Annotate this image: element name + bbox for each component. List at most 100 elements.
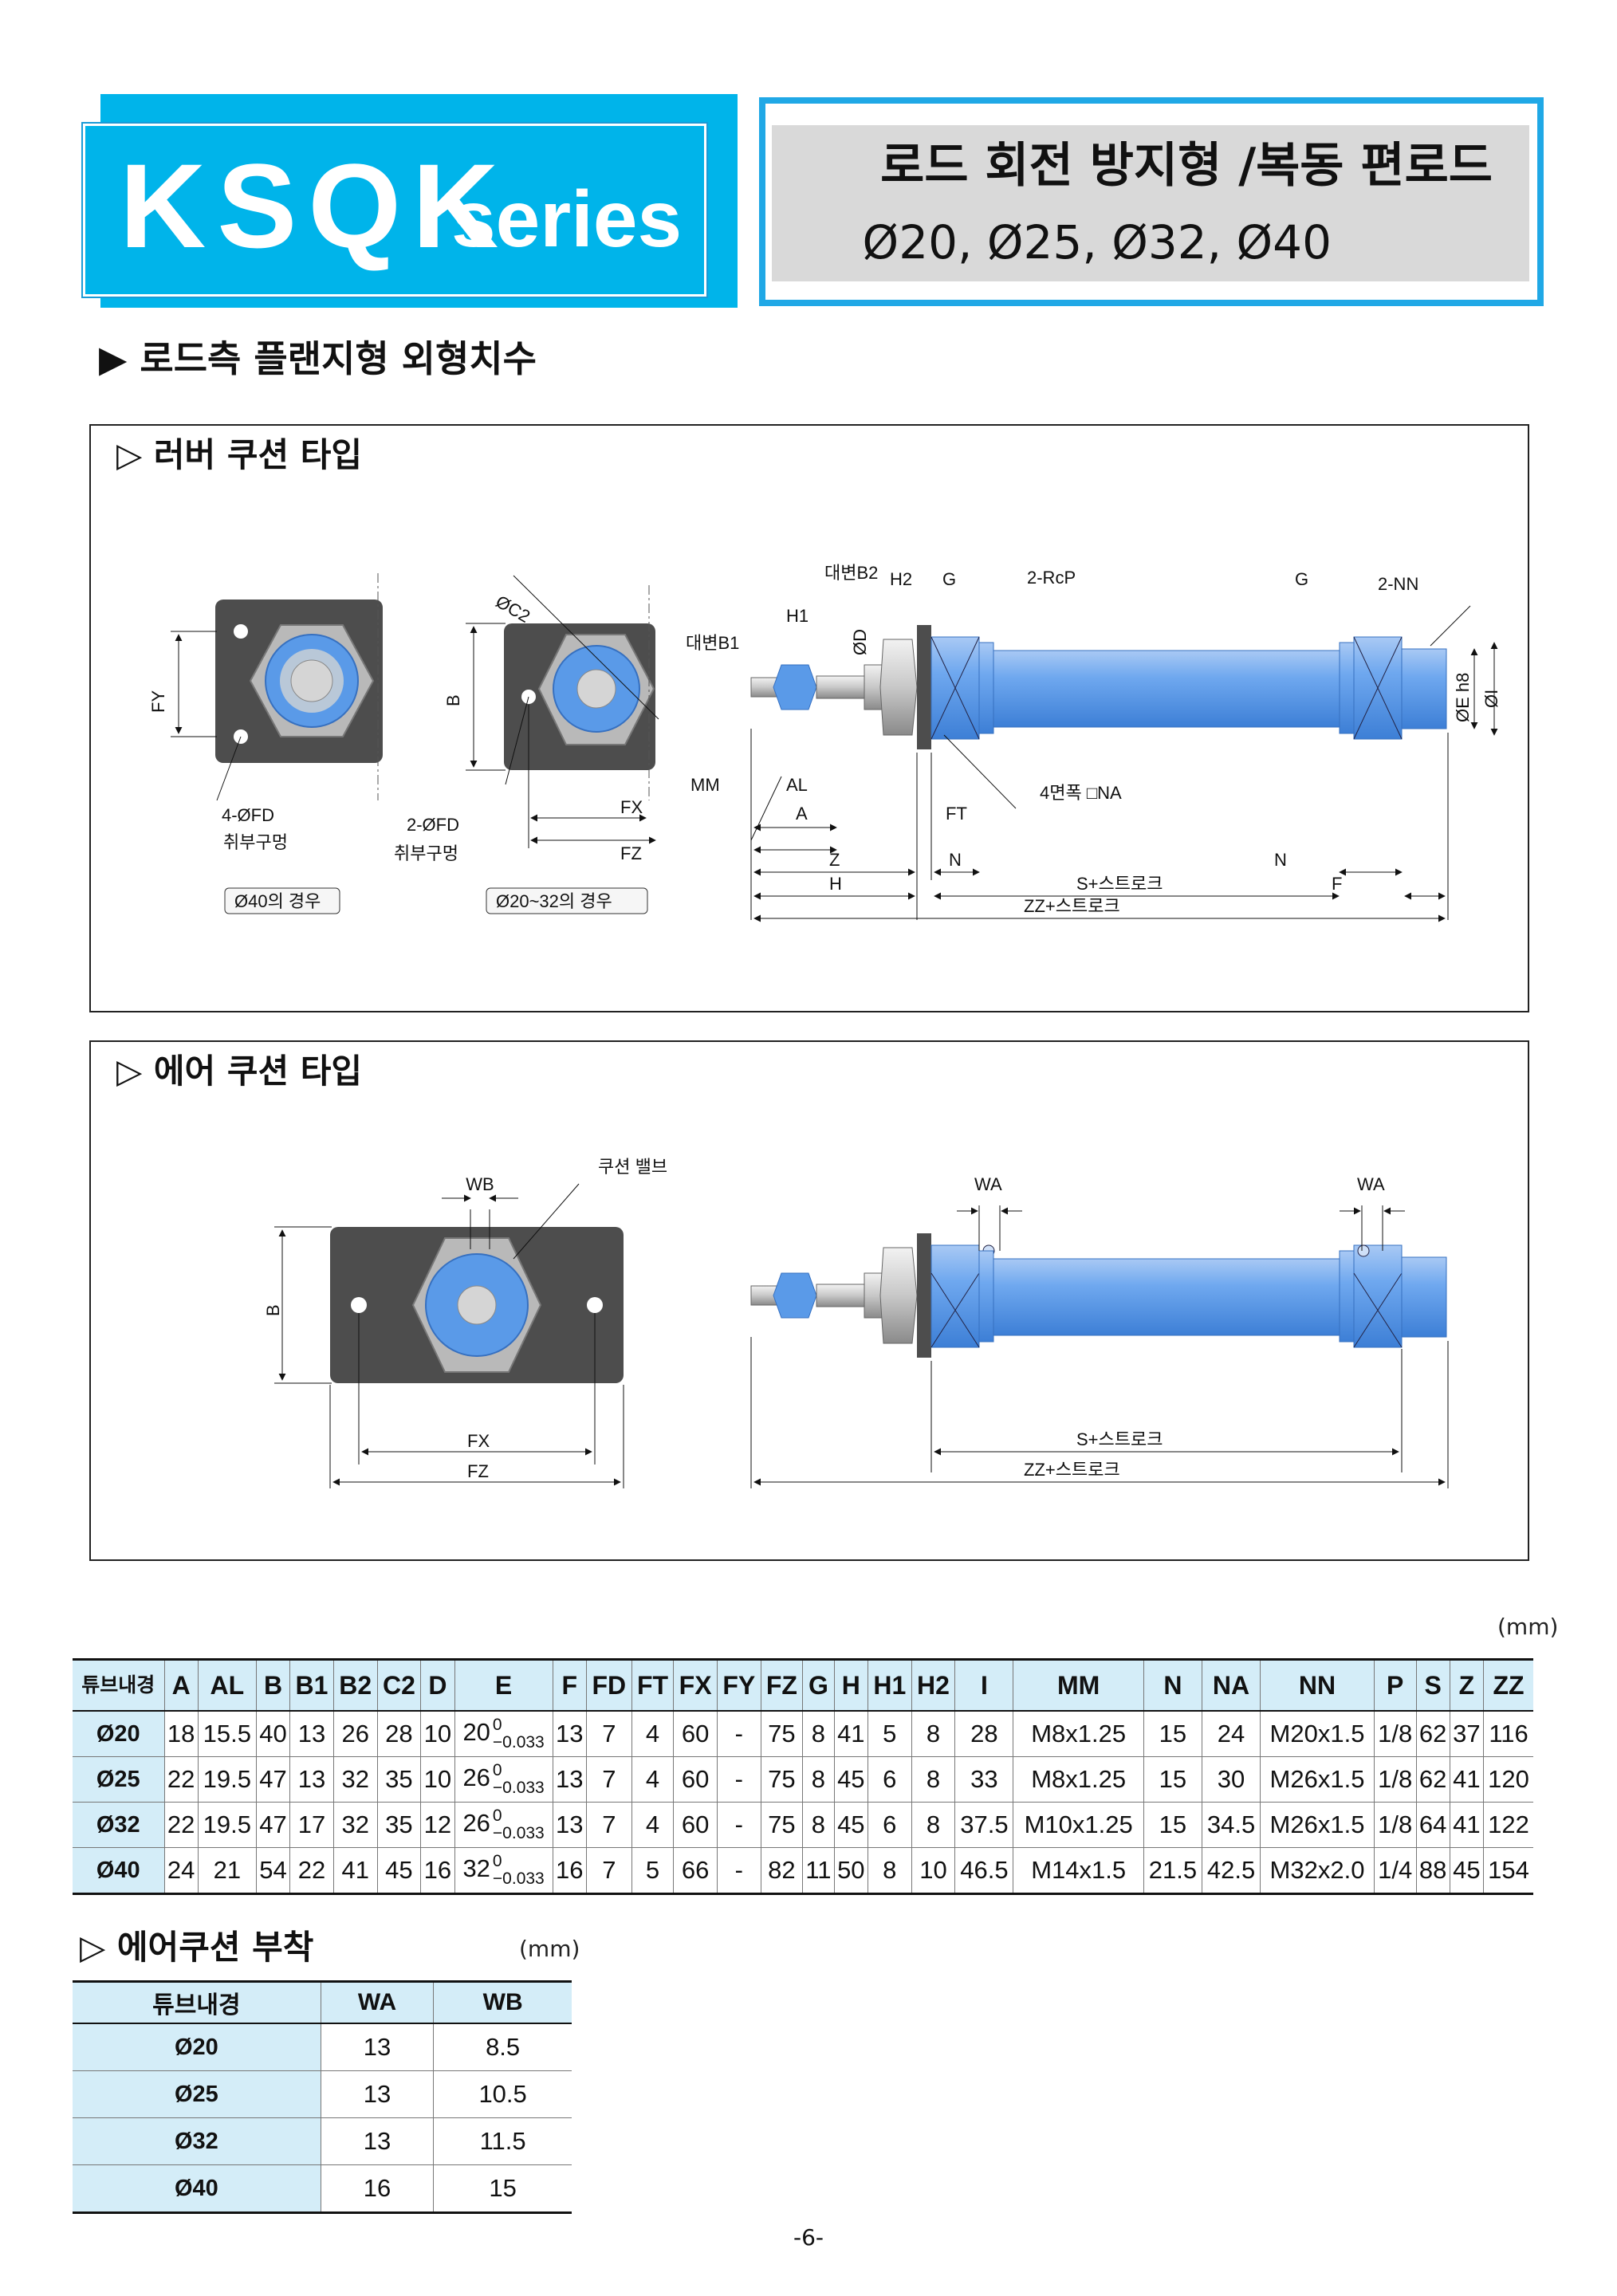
- cell-bore: Ø20: [73, 2023, 321, 2071]
- cell-b1: 17: [289, 1802, 334, 1848]
- dims-header-fz: FZ: [760, 1658, 803, 1712]
- label-a: A: [796, 804, 808, 824]
- dims-header-h1: H1: [867, 1658, 912, 1712]
- air-cushion-drawing: WB 쿠션 밸브 B FX FZ WA WA S+스트로크 ZZ+스트로크: [263, 1157, 1449, 1488]
- cell-na: 34.5: [1201, 1802, 1261, 1848]
- cell-zz: 120: [1483, 1756, 1533, 1803]
- label-eh8: ØE h8: [1453, 673, 1473, 722]
- rubber-labels: FY ØC2 B FX FZ 4-ØFD 취부구멍 2-ØFD 취부구멍 Ø40…: [148, 563, 1501, 916]
- bore-sizes: Ø20, Ø25, Ø32, Ø40: [862, 215, 1332, 269]
- cell-n: 15: [1143, 1711, 1202, 1757]
- cell-mm: M8x1.25: [1013, 1756, 1144, 1803]
- cell-b2: 26: [332, 1711, 378, 1757]
- air-header-2: WB: [433, 1980, 572, 2024]
- cell-h1: 6: [867, 1802, 912, 1848]
- cell-al: 21: [197, 1847, 257, 1895]
- e-tol-upper: 0: [492, 1852, 502, 1870]
- dims-header-fd: FD: [585, 1658, 632, 1712]
- section-heading: ▶ 로드측 플랜지형 외형치수: [99, 337, 537, 380]
- label-s-stroke: S+스트로크: [1076, 1429, 1163, 1449]
- label-h2: H2: [890, 569, 912, 589]
- dims-header-al: AL: [197, 1658, 257, 1712]
- e-nominal: 20: [462, 1718, 490, 1747]
- cell-fd: 7: [585, 1756, 632, 1803]
- side-view-dimensions: [750, 605, 1498, 922]
- cell-c2: 45: [376, 1847, 421, 1895]
- cell-d: 12: [420, 1802, 455, 1848]
- dims-header-z: Z: [1449, 1658, 1484, 1712]
- e-tol-upper: 0: [492, 1807, 502, 1825]
- cell-wa: 16: [320, 2164, 434, 2214]
- dims-header-e: E: [454, 1658, 553, 1712]
- cell-i: 46.5: [954, 1847, 1013, 1895]
- cell-na: 42.5: [1201, 1847, 1261, 1895]
- dims-header-s: S: [1415, 1658, 1450, 1712]
- cell-z: 41: [1449, 1756, 1484, 1803]
- label-n1: N: [949, 850, 962, 870]
- cell-fy: -: [716, 1756, 761, 1803]
- case-40-badge: [224, 887, 340, 914]
- cell-n: 21.5: [1143, 1847, 1202, 1895]
- cell-bore: Ø32: [73, 1802, 164, 1848]
- cell-d: 10: [420, 1711, 455, 1757]
- dims-header-na: NA: [1201, 1658, 1261, 1712]
- label-na: 4면폭 □NA: [1040, 783, 1122, 803]
- cell-i: 33: [954, 1756, 1013, 1803]
- e-tolerance: 0−0.033: [493, 1853, 545, 1888]
- case-20-32-badge: [486, 887, 648, 914]
- label-mm: MM: [690, 775, 720, 795]
- dims-header-mm: MM: [1013, 1658, 1144, 1712]
- label-n2: N: [1274, 850, 1287, 870]
- cell-p: 1/8: [1373, 1756, 1416, 1803]
- series-logo-main: KSQK: [120, 139, 510, 273]
- cell-a: 22: [163, 1802, 199, 1848]
- label-fd2: 2-ØFD: [407, 815, 459, 835]
- series-logo-sub: series: [451, 175, 683, 264]
- cell-g: 11: [802, 1847, 835, 1895]
- cell-ft: 4: [631, 1711, 674, 1757]
- air-side-dimensions: [750, 1205, 1449, 1488]
- cell-c2: 28: [376, 1711, 421, 1757]
- cell-zz: 122: [1483, 1802, 1533, 1848]
- cell-f: 13: [552, 1711, 587, 1757]
- cell-bore: Ø20: [73, 1711, 164, 1757]
- rubber-cushion-title: ▷ 러버 쿠션 타입: [116, 435, 363, 474]
- dims-header-h2: H2: [911, 1658, 955, 1712]
- flange-view-40: [171, 573, 383, 801]
- dims-unit: (mm): [1497, 1614, 1559, 1640]
- label-ft: FT: [946, 804, 967, 824]
- label-g2: G: [1295, 569, 1308, 589]
- cell-fz: 82: [760, 1847, 803, 1895]
- label-fy: FY: [148, 690, 168, 713]
- label-rcp: 2-RcP: [1027, 568, 1076, 588]
- cell-nn: M20x1.5: [1260, 1711, 1375, 1757]
- cell-fz: 75: [760, 1711, 803, 1757]
- air-cushion-title: ▷ 에어 쿠션 타입: [116, 1052, 363, 1091]
- cell-bore: Ø40: [73, 2164, 321, 2214]
- cell-fz: 75: [760, 1756, 803, 1803]
- cell-fd: 7: [585, 1711, 632, 1757]
- label-i: ØI: [1481, 690, 1501, 708]
- dims-header-b: B: [255, 1658, 290, 1712]
- cell-f: 16: [552, 1847, 587, 1895]
- cell-bore: Ø32: [73, 2117, 321, 2165]
- dims-header-p: P: [1373, 1658, 1416, 1712]
- dims-header-튜브내경: 튜브내경: [73, 1658, 164, 1712]
- cell-n: 15: [1143, 1756, 1202, 1803]
- rubber-cushion-panel: ▷ 러버 쿠션 타입: [89, 424, 1529, 1012]
- dims-header-f: F: [552, 1658, 587, 1712]
- flange-view-20-32: [466, 575, 659, 848]
- label-zz-stroke: ZZ+스트로크: [1024, 1460, 1120, 1480]
- cell-wa: 13: [320, 2070, 434, 2118]
- dims-header-h: H: [833, 1658, 868, 1712]
- cell-b2: 41: [332, 1847, 378, 1895]
- air-header-1: WA: [320, 1980, 434, 2024]
- cell-h2: 8: [911, 1802, 955, 1848]
- cell-wb: 8.5: [433, 2023, 572, 2071]
- cell-h2: 10: [911, 1847, 955, 1895]
